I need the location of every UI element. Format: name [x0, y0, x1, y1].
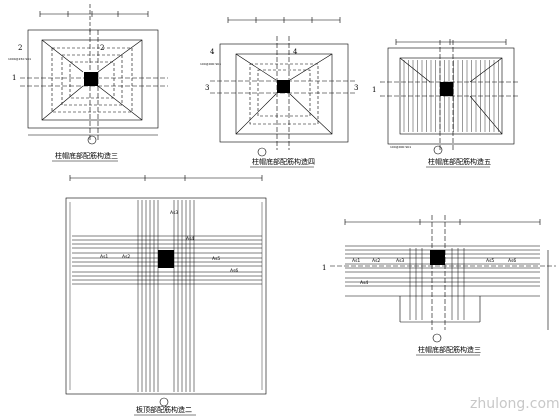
d4-title: 板顶部配筋构造二 — [136, 405, 192, 414]
d3-axis-mid: 1 — [372, 86, 376, 94]
d2-note: 100@000 SK1 — [200, 62, 221, 66]
d1-axis-mid: 1 — [12, 74, 16, 82]
drawing-2 — [210, 17, 356, 157]
d5-label-as2: As2 — [372, 258, 380, 264]
column-4 — [158, 250, 174, 268]
drawing-4 — [65, 175, 267, 407]
d5-label-as4: As4 — [360, 280, 368, 286]
d5-label-as3: As3 — [396, 258, 404, 264]
column-5 — [430, 250, 445, 265]
column-1 — [84, 72, 98, 86]
d4-label-as3: As3 — [170, 210, 178, 216]
d4-label-as5: As5 — [212, 256, 220, 262]
d2-axis-mid: 3 — [205, 84, 209, 92]
d3-note: 100@000 SK1 — [390, 145, 411, 149]
watermark: zhulong.com — [470, 396, 560, 412]
d5-axis-left: 1 — [322, 264, 326, 272]
d4-label-as1: As1 — [100, 254, 108, 260]
column-2 — [277, 80, 290, 93]
d1-note: 1000@150 SK1 — [8, 57, 31, 61]
d4-label-as6: As6 — [230, 268, 238, 274]
d2-title: 柱帽底部配筋构造四 — [252, 157, 315, 166]
d5-label-as1: As1 — [352, 258, 360, 264]
d1-title: 柱帽底部配筋构造三 — [55, 151, 118, 160]
drawing-5 — [330, 215, 556, 343]
d1-axis-left: 2 — [18, 44, 22, 52]
d1-axis-right: 2 — [100, 44, 104, 52]
d5-label-as6: As6 — [508, 258, 516, 264]
d2-axis-left: 4 — [210, 48, 215, 56]
d4-label-as2: As2 — [122, 254, 130, 260]
d4-rebar-labels: As1 As2 As3 As4 As5 As6 — [100, 210, 238, 274]
d2-axis-mid-right: 3 — [354, 84, 358, 92]
column-3 — [440, 82, 453, 96]
drawing-3 — [380, 39, 520, 155]
d5-label-as5: As5 — [486, 258, 494, 264]
d3-title: 柱帽底部配筋构造五 — [428, 157, 491, 166]
d5-rebar-labels: As1 As2 As3 As4 As5 As6 — [352, 258, 516, 286]
d4-vertical-bars — [137, 200, 195, 392]
d5-title: 柱帽底部配筋构造三 — [418, 345, 481, 354]
d4-label-as4: As4 — [186, 236, 194, 242]
d2-axis-right: 4 — [293, 48, 298, 56]
